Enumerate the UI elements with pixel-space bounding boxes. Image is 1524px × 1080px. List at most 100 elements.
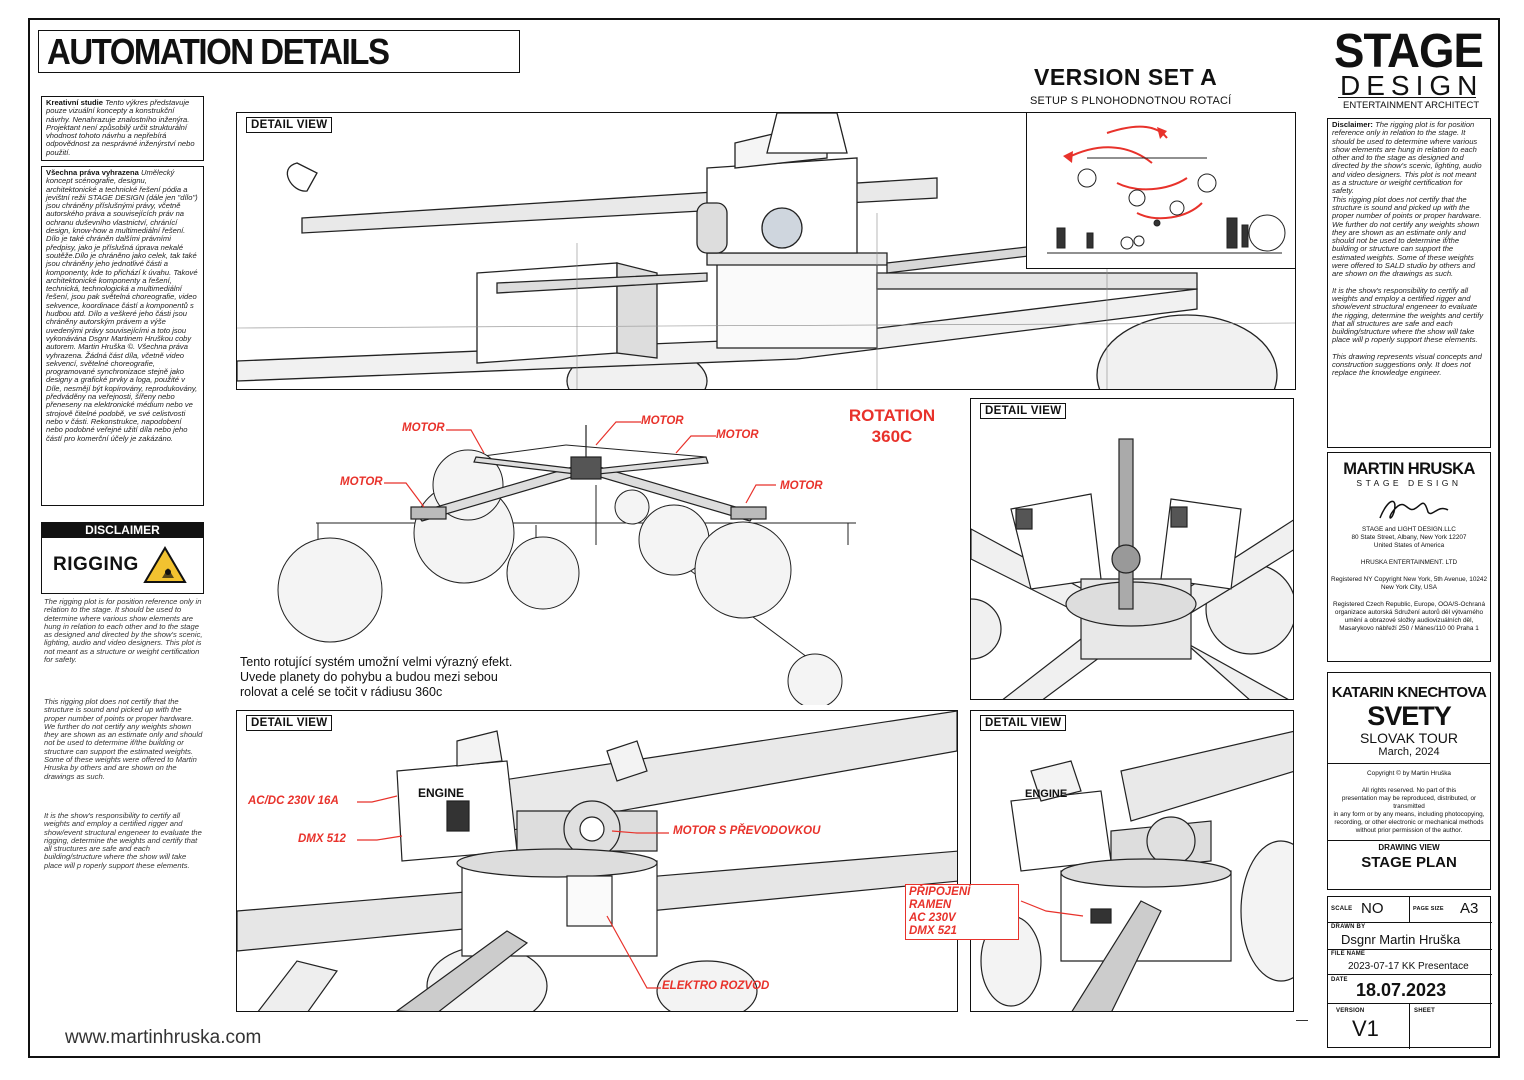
- version-subtitle: SETUP S PLNOHODNOTNOU ROTACÍ: [1030, 95, 1232, 107]
- sheet-cell: SHEET: [1410, 1004, 1492, 1049]
- detail-panel-right: DETAIL VIEW: [970, 398, 1294, 700]
- rights-4: in any form or by any means, including p…: [1333, 811, 1485, 818]
- company-1: STAGE and LIGHT DESIGN.LLC: [1362, 526, 1456, 533]
- rotation-line-1: ROTATION: [848, 406, 936, 425]
- disclaimer-heading: DISCLAIMER: [41, 522, 204, 538]
- rights-6: without prior permission of the author.: [1355, 827, 1463, 834]
- rotation-callout: ROTATION 360C: [841, 405, 943, 447]
- company-2: HRUSKA ENTERTAINMENT. LTD: [1360, 559, 1458, 566]
- scale-cell: SCALE NO: [1328, 897, 1410, 923]
- copyright: Copyright © by Martin Hruška: [1367, 770, 1451, 777]
- project-block: KATARIN KNECHTOVA SVETY SLOVAK TOUR Marc…: [1327, 672, 1491, 890]
- version-label: VERSION: [1336, 1008, 1365, 1014]
- motor-hub-top-drawing: [237, 113, 1295, 389]
- rights-note-heading: Všechna práva vyhrazena: [46, 168, 139, 177]
- studio-tagline: STAGE DESIGN: [1356, 478, 1462, 488]
- studio-note-heading: Kreativní studie: [46, 98, 103, 107]
- version-cell: VERSION V1: [1328, 1004, 1410, 1049]
- detail-view-label: DETAIL VIEW: [246, 715, 333, 731]
- warning-icon: [143, 546, 187, 583]
- rights-5: recording, or other electronic or mechan…: [1334, 819, 1484, 826]
- hub-top-view-drawing: [971, 438, 1293, 699]
- arm-connection-line-3: DMX 521: [909, 925, 957, 937]
- tour-date: March, 2024: [1378, 746, 1440, 758]
- callout-motor-2: MOTOR: [340, 476, 383, 488]
- rights-2: presentation may be reproduced, distribu…: [1341, 795, 1477, 802]
- detail-panel-bottom-left: DETAIL VIEW ENGINE: [236, 710, 958, 1012]
- registered-cz-4: Masarykovo nábřeží 250 / Mánes/110 00 Pr…: [1339, 625, 1479, 632]
- engine-plate-label: ENGINE: [418, 786, 464, 800]
- right-disclaimer-text-2: This rigging plot does not certify that …: [1332, 194, 1482, 279]
- callout-motor-1: MOTOR: [402, 422, 445, 434]
- date-value: 18.07.2023: [1356, 980, 1447, 1000]
- drawing-view: STAGE PLAN: [1361, 854, 1457, 871]
- date-cell: DATE 18.07.2023: [1328, 975, 1492, 1004]
- registered-ny-2: New York City, USA: [1381, 584, 1437, 591]
- rigging-label: RIGGING: [53, 554, 139, 575]
- studio-block: MARTIN HRUSKA STAGE DESIGN STAGE and LIG…: [1327, 452, 1491, 662]
- engine-plate-label: ENGINE: [1025, 788, 1067, 800]
- rigging-box: RIGGING: [41, 538, 204, 594]
- detail-panel-bottom-right: DETAIL VIEW ENGINE: [970, 710, 1294, 1012]
- file-name-cell: FILE NAME 2023-07-17 KK Presentace: [1328, 950, 1492, 975]
- title-block-table: SCALE NO PAGE SIZE A3 DRAWN BY Dsgnr Mar…: [1327, 896, 1492, 1049]
- motor-unit-drawing: ENGINE: [237, 711, 957, 1011]
- project-name: SVETY: [1367, 701, 1452, 731]
- arm-connection-line-2: AC 230V: [909, 912, 956, 924]
- rigging-text-2: This rigging plot does not certify that …: [44, 697, 203, 781]
- logo-stage: STAGE: [1334, 25, 1484, 78]
- arm-connection-callout: PŘIPOJENÍ RAMEN AC 230V DMX 521: [905, 884, 1019, 940]
- studio-name: MARTIN HRUSKA: [1343, 460, 1475, 478]
- company-1-address-2: United States of America: [1373, 542, 1445, 549]
- version-title: VERSION SET A: [1034, 64, 1218, 90]
- right-disclaimer-box: Disclaimer: The rigging plot is for posi…: [1327, 118, 1491, 448]
- scale-value: NO: [1361, 900, 1384, 917]
- tour-name: SLOVAK TOUR: [1359, 730, 1459, 746]
- website-url[interactable]: www.martinhruska.com: [65, 1027, 262, 1048]
- rights-3: transmitted: [1393, 803, 1425, 810]
- callout-motor-gear: MOTOR S PŘEVODOVKOU: [673, 825, 821, 837]
- drawn-by-value: Dsgnr Martin Hruška: [1341, 932, 1461, 947]
- right-disclaimer-text-1: The rigging plot is for position referen…: [1332, 120, 1482, 196]
- rights-note-text: Umělecký koncept scénografie, designu, a…: [46, 168, 198, 443]
- version-value: V1: [1352, 1016, 1379, 1041]
- rotation-line-2: 360C: [871, 427, 913, 446]
- callout-motor-3: MOTOR: [641, 415, 684, 427]
- system-description: Tento rotující systém umožní velmi výraz…: [240, 655, 513, 699]
- callout-motor-4: MOTOR: [716, 429, 759, 441]
- right-disclaimer-text-3: It is the show's responsibility to certi…: [1332, 285, 1484, 345]
- page-size-cell: PAGE SIZE A3: [1410, 897, 1492, 923]
- registered-cz-1: Registered Czech Republic, Europe, OOA/S…: [1332, 601, 1486, 608]
- page-size-value: A3: [1460, 900, 1479, 917]
- detail-view-label: DETAIL VIEW: [980, 403, 1067, 419]
- callout-dmx512: DMX 512: [298, 833, 346, 845]
- drawing-frame: [28, 18, 1500, 1058]
- page-title: AUTOMATION DETAILS: [47, 31, 390, 72]
- signature: [1379, 500, 1449, 519]
- scale-label: SCALE: [1331, 906, 1353, 912]
- drawn-by-label: DRAWN BY: [1331, 924, 1366, 930]
- registered-ny-1: Registered NY Copyright New York, 5th Av…: [1330, 576, 1488, 583]
- registered-cz-2: organizace autorská Sdružení autorů děl …: [1334, 609, 1484, 616]
- logo-design: DESIGN: [1340, 70, 1484, 101]
- callout-motor-5: MOTOR: [780, 480, 823, 492]
- client-name: KATARIN KNECHTOVA: [1331, 684, 1487, 701]
- studio-note-box: Kreativní studie Tento výkres představuj…: [41, 96, 204, 161]
- overview-inset: [1026, 112, 1296, 269]
- drawn-by-cell: DRAWN BY Dsgnr Martin Hruška: [1328, 923, 1492, 950]
- planet-rotation-drawing: [277, 421, 856, 705]
- detail-view-label: DETAIL VIEW: [246, 117, 333, 133]
- callout-acdc: AC/DC 230V 16A: [248, 795, 339, 807]
- callout-elektro: ELEKTRO ROZVOD: [662, 980, 770, 992]
- rights-1: All rights reserved. No part of this: [1361, 787, 1457, 794]
- company-1-address-1: 80 State Street, Albany, New York 12207: [1351, 534, 1467, 541]
- footer-rule: [1296, 1020, 1308, 1021]
- date-label: DATE: [1331, 977, 1348, 983]
- drawing-view-label: DRAWING VIEW: [1378, 843, 1440, 852]
- title-box: AUTOMATION DETAILS: [38, 30, 520, 73]
- right-disclaimer-text-4: This drawing represents visual concepts …: [1332, 351, 1482, 378]
- arm-connection-drawing: ENGINE: [980, 730, 1293, 1011]
- rigging-text-1: The rigging plot is for position referen…: [44, 597, 203, 665]
- detail-view-label: DETAIL VIEW: [980, 715, 1067, 731]
- studio-note-text: Tento výkres představuje pouze vizuální …: [46, 98, 195, 157]
